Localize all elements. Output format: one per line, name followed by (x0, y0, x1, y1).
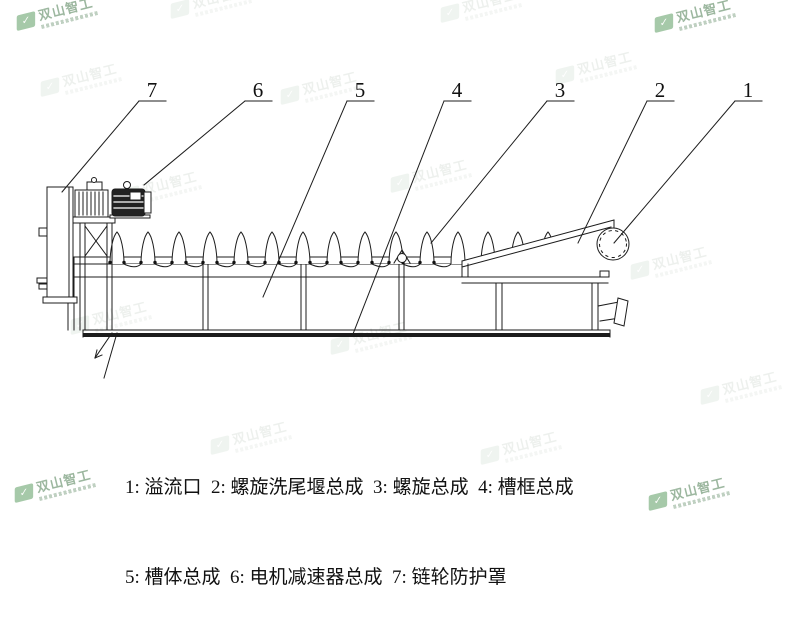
callout-number: 5 (355, 78, 366, 102)
callout-4: 4 (352, 78, 472, 335)
support-column (70, 216, 116, 331)
callout-6: 6 (143, 78, 273, 186)
discharge-arrow (94, 332, 118, 379)
callout-number: 2 (655, 78, 666, 102)
electric-motor (109, 181, 152, 219)
gear-reducer (74, 177, 109, 218)
callout-3: 3 (430, 78, 575, 244)
callout-number: 1 (743, 78, 754, 102)
weir-assembly (461, 219, 615, 278)
machine-diagram: 7 6 5 4 3 2 1 (36, 78, 763, 379)
callout-number: 6 (253, 78, 264, 102)
technical-drawing-page: { "page": { "background": "#ffffff", "li… (14, 0, 783, 588)
hanger-bearing (393, 249, 411, 264)
callout-7: 7 (61, 78, 167, 193)
callout-1: 1 (613, 78, 763, 244)
overflow-port (596, 227, 630, 261)
callout-number: 3 (555, 78, 566, 102)
callout-2: 2 (577, 78, 675, 244)
legend-line-2: 5: 槽体总成 6: 电机减速器总成 7: 链轮防护罩 (125, 567, 507, 588)
chain-guard (36, 186, 78, 304)
callouts: 7 6 5 4 3 2 1 (61, 78, 763, 335)
parts-legend: 1: 溢流口 2: 螺旋洗尾堰总成 3: 螺旋总成 4: 槽框总成 5: 槽体总… (125, 413, 574, 623)
legend-line-1: 1: 溢流口 2: 螺旋洗尾堰总成 3: 螺旋总成 4: 槽框总成 (125, 477, 574, 498)
callout-number: 4 (452, 78, 463, 102)
right-frame (461, 270, 610, 331)
callout-number: 7 (147, 78, 158, 102)
discharge-nozzle (597, 297, 629, 327)
base-rail (82, 329, 611, 338)
callout-5: 5 (262, 78, 375, 298)
